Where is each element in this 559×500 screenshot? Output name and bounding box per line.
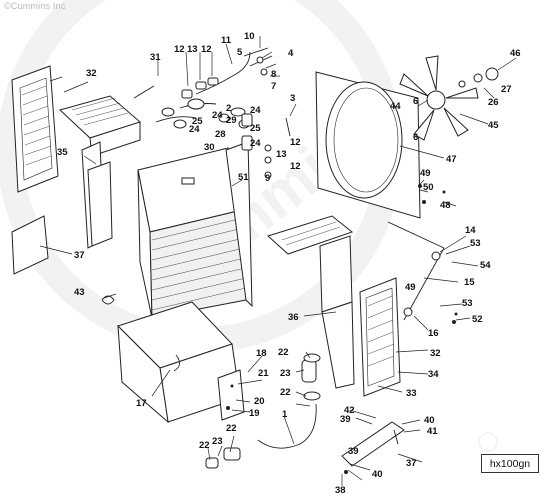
- shroud-side-panel-left: [11, 65, 59, 193]
- callout-53: 53: [470, 238, 481, 249]
- callout-25: 25: [192, 116, 203, 127]
- callout-14: 14: [465, 225, 476, 236]
- callout-24: 24: [250, 138, 261, 149]
- callout-22: 22: [199, 440, 210, 451]
- callout-18: 18: [256, 348, 267, 359]
- left-bracket: [81, 141, 113, 249]
- callout-22: 22: [280, 387, 291, 398]
- cover-plate-left: [11, 215, 49, 275]
- clip: [101, 295, 115, 305]
- fastener-dots: [226, 184, 458, 474]
- callout-2: 2: [226, 103, 231, 114]
- callout-43: 43: [74, 287, 85, 298]
- callout-17: 17: [136, 398, 147, 409]
- tie-rod: [387, 221, 445, 321]
- callout-39: 39: [340, 414, 351, 425]
- shroud-top-panel: [59, 95, 141, 157]
- callout-16: 16: [428, 328, 439, 339]
- callout-33: 33: [406, 388, 417, 399]
- callout-24: 24: [212, 110, 223, 121]
- callout-6: 6: [413, 96, 418, 107]
- callout-40: 40: [372, 469, 383, 480]
- callout-8: 8: [271, 69, 276, 80]
- callout-32: 32: [430, 348, 441, 359]
- vent-tube-fittings: [241, 47, 291, 179]
- fan: [399, 55, 499, 141]
- callout-25: 25: [250, 123, 261, 134]
- callout-21: 21: [258, 368, 269, 379]
- callout-50: 50: [423, 182, 434, 193]
- callout-52: 52: [472, 314, 483, 325]
- callout-40: 40: [424, 415, 435, 426]
- callout-11: 11: [221, 35, 232, 46]
- callout-12: 12: [174, 44, 185, 55]
- callout-39: 39: [348, 446, 359, 457]
- plate-stud: [393, 429, 399, 445]
- callout-36: 36: [288, 312, 299, 323]
- callout-10: 10: [244, 31, 255, 42]
- callout-24: 24: [189, 124, 200, 135]
- callout-47: 47: [446, 154, 457, 165]
- cover-plate-right: [341, 421, 405, 467]
- copyright-watermark: ©Cummins Inc: [4, 1, 66, 11]
- callout-23: 23: [280, 368, 291, 379]
- callout-31: 31: [150, 52, 161, 63]
- callout-23: 23: [212, 436, 223, 447]
- callout-51: 51: [238, 172, 249, 183]
- callout-15: 15: [464, 277, 475, 288]
- callout-19: 19: [249, 408, 260, 419]
- callout-27: 27: [501, 84, 512, 95]
- callout-3: 3: [290, 93, 295, 104]
- cummins-logo-watermark: Cummins: [0, 0, 498, 452]
- callout-24: 24: [250, 105, 261, 116]
- callout-30: 30: [204, 142, 215, 153]
- callout-29: 29: [226, 115, 237, 126]
- callout-1: 1: [282, 409, 288, 420]
- callout-35: 35: [57, 147, 68, 158]
- lower-hose-group: [205, 353, 321, 469]
- callout-32: 32: [86, 68, 97, 79]
- rod: [133, 85, 155, 99]
- fan-shroud: [315, 71, 421, 219]
- callout-53: 53: [462, 298, 473, 309]
- callout-44: 44: [390, 101, 401, 112]
- callout-28: 28: [215, 129, 226, 140]
- callout-20: 20: [254, 396, 265, 407]
- callout-12: 12: [201, 44, 212, 55]
- callout-4: 4: [288, 48, 294, 59]
- callout-48: 48: [440, 200, 451, 211]
- callout-9: 9: [265, 173, 270, 184]
- callout-54: 54: [480, 260, 491, 271]
- callout-46: 46: [510, 48, 521, 59]
- leader-lines: [39, 36, 517, 486]
- callout-34: 34: [428, 369, 439, 380]
- callout-13: 13: [187, 44, 198, 55]
- callout-12: 12: [290, 161, 301, 172]
- callout-5: 5: [237, 47, 243, 58]
- callout-49: 49: [420, 168, 431, 179]
- callout-26: 26: [488, 97, 499, 108]
- callout-49: 49: [405, 282, 416, 293]
- callout-37: 37: [74, 250, 85, 261]
- callout-41: 41: [427, 426, 438, 437]
- callout-6: 6: [413, 132, 418, 143]
- callout-22: 22: [278, 347, 289, 358]
- drain-bracket: [217, 369, 245, 421]
- callout-13: 13: [276, 149, 287, 160]
- shroud-bracket-right: [267, 215, 355, 389]
- callout-12: 12: [290, 137, 301, 148]
- callout-22: 22: [226, 423, 237, 434]
- callout-45: 45: [488, 120, 499, 131]
- callout-7: 7: [271, 81, 276, 92]
- callout-38: 38: [335, 485, 346, 496]
- callout-37: 37: [406, 458, 417, 469]
- shroud-side-panel-right: [359, 277, 401, 397]
- radiator-core: [137, 141, 253, 319]
- callout-42: 42: [344, 405, 355, 416]
- drawing-code-label: hx100gn: [481, 454, 539, 473]
